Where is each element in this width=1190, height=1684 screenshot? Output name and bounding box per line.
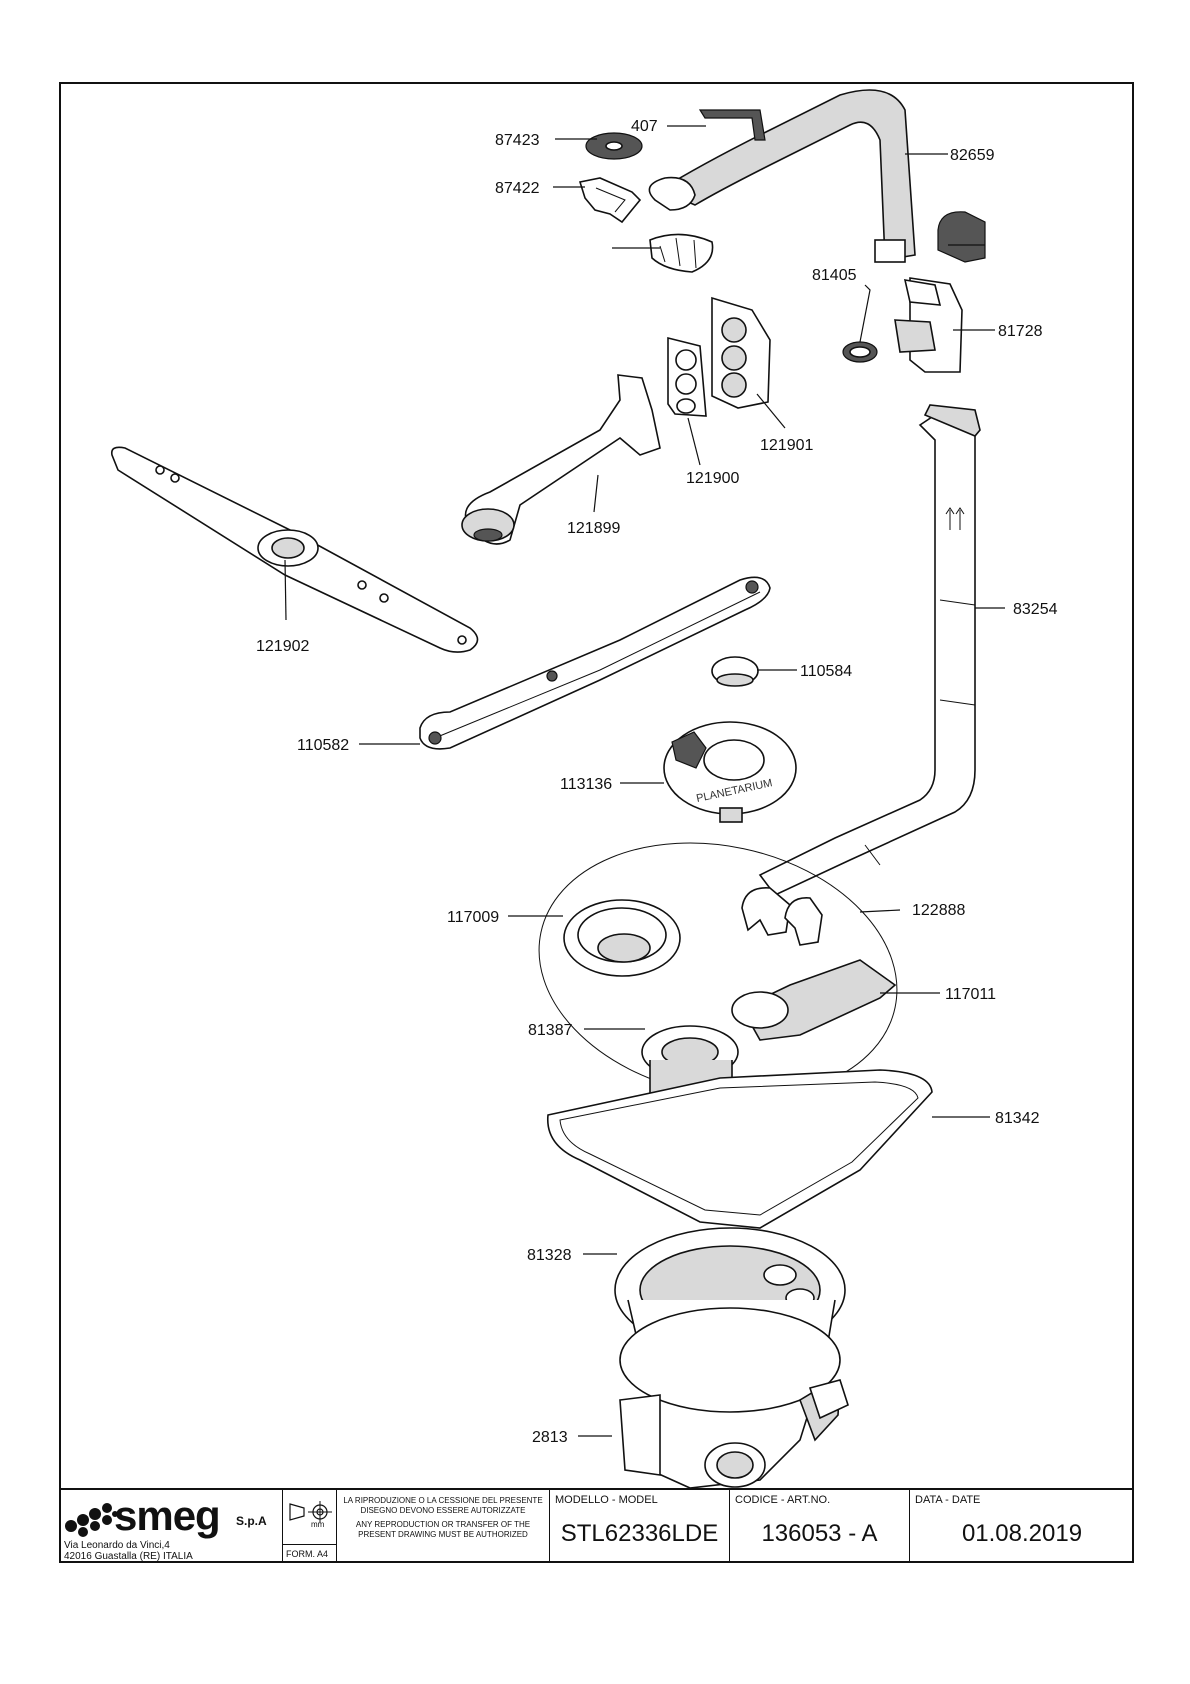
part-elbow-pipes — [741, 887, 823, 946]
brand-address: Via Leonardo da Vinci,4 42016 Guastalla … — [64, 1540, 193, 1562]
callout-labels: 87423 407 87422 82659 81405 81728 121901… — [256, 118, 1058, 1446]
callout-110582: 110582 — [297, 737, 349, 754]
code-caption: CODICE - ART.NO. — [735, 1494, 831, 1506]
callout-121900: 121900 — [686, 470, 739, 487]
part-407-clip — [698, 109, 766, 141]
part-83254-vertical-feed-pipe — [758, 404, 981, 896]
callout-81387: 81387 — [528, 1022, 573, 1039]
part-unlabeled-connector — [937, 211, 986, 263]
callout-117009: 117009 — [447, 909, 499, 926]
callout-122888: 122888 — [912, 902, 965, 919]
part-117009-coarse-filter — [563, 899, 681, 977]
title-block-legal: LA RIPRODUZIONE O LA CESSIONE DEL PRESEN… — [337, 1490, 550, 1563]
date-caption: DATA - DATE — [915, 1494, 981, 1506]
title-block-date: DATA - DATE 01.08.2019 — [910, 1490, 1134, 1563]
title-block-projection: mm FORM. A4 — [283, 1490, 337, 1563]
legal-notice-it: LA RIPRODUZIONE O LA CESSIONE DEL PRESEN… — [343, 1496, 543, 1515]
part-110582-lower-spray-arm — [419, 576, 771, 750]
callout-2813: 2813 — [532, 1429, 568, 1446]
brand-logo-suffix: S.p.A — [236, 1514, 267, 1528]
date-value: 01.08.2019 — [961, 1520, 1083, 1547]
part-110584-cap — [711, 656, 759, 687]
part-121899-arm-support — [461, 374, 661, 545]
part-81728-coupling — [894, 277, 963, 373]
part-unlabeled-bracket — [649, 233, 714, 273]
drawing-sheet — [59, 82, 1134, 1563]
callout-87423: 87423 — [495, 132, 540, 149]
title-block: smeg S.p.A Via Leonardo da Vinci,4 42016… — [59, 1488, 1134, 1563]
legal-notice-en: ANY REPRODUCTION OR TRANSFER OF THE PRES… — [355, 1520, 531, 1539]
smeg-dots-logo-icon — [65, 1503, 118, 1537]
callout-81728: 81728 — [998, 323, 1043, 340]
callout-81405: 81405 — [812, 267, 857, 284]
part-87423-impeller — [585, 132, 643, 160]
callout-113136: 113136 — [560, 776, 612, 793]
projection-symbol-icon — [289, 1501, 332, 1523]
title-block-code: CODICE - ART.NO. 136053 - A — [730, 1490, 910, 1563]
part-81405-seal — [842, 341, 878, 363]
callout-87422: 87422 — [495, 180, 540, 197]
part-121902-middle-spray-arm — [110, 446, 479, 653]
unit-label: mm — [311, 1520, 325, 1529]
part-2813-sump-housing — [619, 1299, 849, 1489]
part-82659-upper-feed-pipe — [648, 89, 916, 263]
callout-81328: 81328 — [527, 1247, 572, 1264]
part-81342-sump-gasket — [547, 1069, 933, 1229]
part-113136-planetarium-disc: PLANETARIUM — [663, 721, 797, 823]
part-87422-bracket — [578, 177, 642, 224]
model-value: STL62336LDE — [560, 1520, 719, 1547]
callout-110584: 110584 — [800, 663, 852, 680]
part-121900-gasket — [667, 336, 707, 417]
model-caption: MODELLO - MODEL — [555, 1494, 658, 1506]
code-value: 136053 - A — [761, 1520, 878, 1547]
callout-117011: 117011 — [945, 986, 996, 1003]
brand-logo-text: smeg — [114, 1492, 221, 1539]
title-block-brand: smeg S.p.A Via Leonardo da Vinci,4 42016… — [59, 1490, 283, 1563]
callout-82659: 82659 — [950, 147, 995, 164]
callout-121899: 121899 — [567, 520, 620, 537]
callout-121902: 121902 — [256, 638, 309, 655]
part-117011-fine-filter — [731, 959, 897, 1041]
part-121901-duct-cover — [711, 296, 771, 409]
format-label: FORM. A4 — [286, 1549, 329, 1559]
callout-121901: 121901 — [760, 437, 813, 454]
address-line-1: Via Leonardo da Vinci,4 — [64, 1540, 170, 1551]
callout-83254: 83254 — [1013, 601, 1058, 618]
address-line-2: 42016 Guastalla (RE) ITALIA — [64, 1551, 193, 1562]
leader-lines — [284, 125, 1005, 1437]
callout-407: 407 — [631, 118, 658, 135]
callout-81342: 81342 — [995, 1110, 1040, 1127]
title-block-model: MODELLO - MODEL STL62336LDE — [550, 1490, 730, 1563]
